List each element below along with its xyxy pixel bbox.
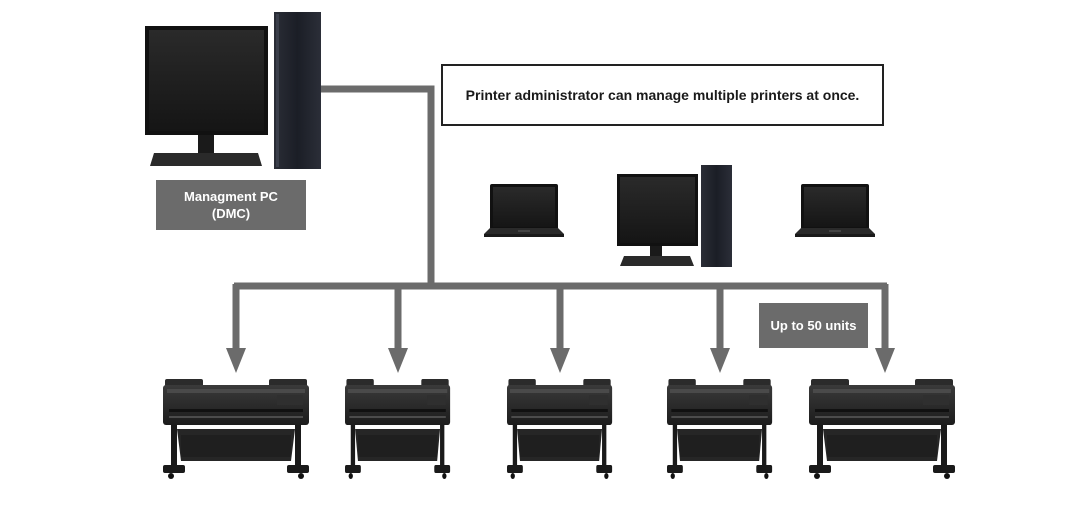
client-devices	[484, 165, 875, 267]
arrowhead-1	[226, 348, 246, 373]
management-pc-label: Managment PC (DMC)	[156, 180, 306, 230]
connector-lines	[232, 85, 889, 352]
laptop-icon	[795, 184, 875, 237]
arrowhead-3	[550, 348, 570, 373]
printer-icon	[809, 379, 955, 479]
arrowhead-4	[710, 348, 730, 373]
arrowhead-2	[388, 348, 408, 373]
arrowhead-5	[875, 348, 895, 373]
management-pc-label-line2: (DMC)	[211, 206, 251, 221]
units-badge: Up to 50 units	[759, 303, 868, 348]
arrowheads	[226, 348, 895, 373]
callout-text: Printer administrator can manage multipl…	[465, 87, 860, 103]
printer-icon	[345, 379, 451, 479]
callout-box: Printer administrator can manage multipl…	[441, 64, 884, 126]
laptop-icon	[484, 184, 564, 237]
printer-row	[163, 379, 955, 479]
management-pc	[145, 12, 321, 169]
desktop-pc-icon	[617, 165, 732, 267]
management-pc-tower	[274, 12, 321, 169]
management-pc-label-line1: Managment PC	[184, 189, 278, 204]
printer-icon	[507, 379, 613, 479]
printer-icon	[667, 379, 773, 479]
units-badge-text: Up to 50 units	[770, 318, 857, 333]
management-pc-monitor	[145, 26, 268, 166]
pc-uplink-line	[321, 85, 435, 285]
printer-icon	[163, 379, 309, 479]
